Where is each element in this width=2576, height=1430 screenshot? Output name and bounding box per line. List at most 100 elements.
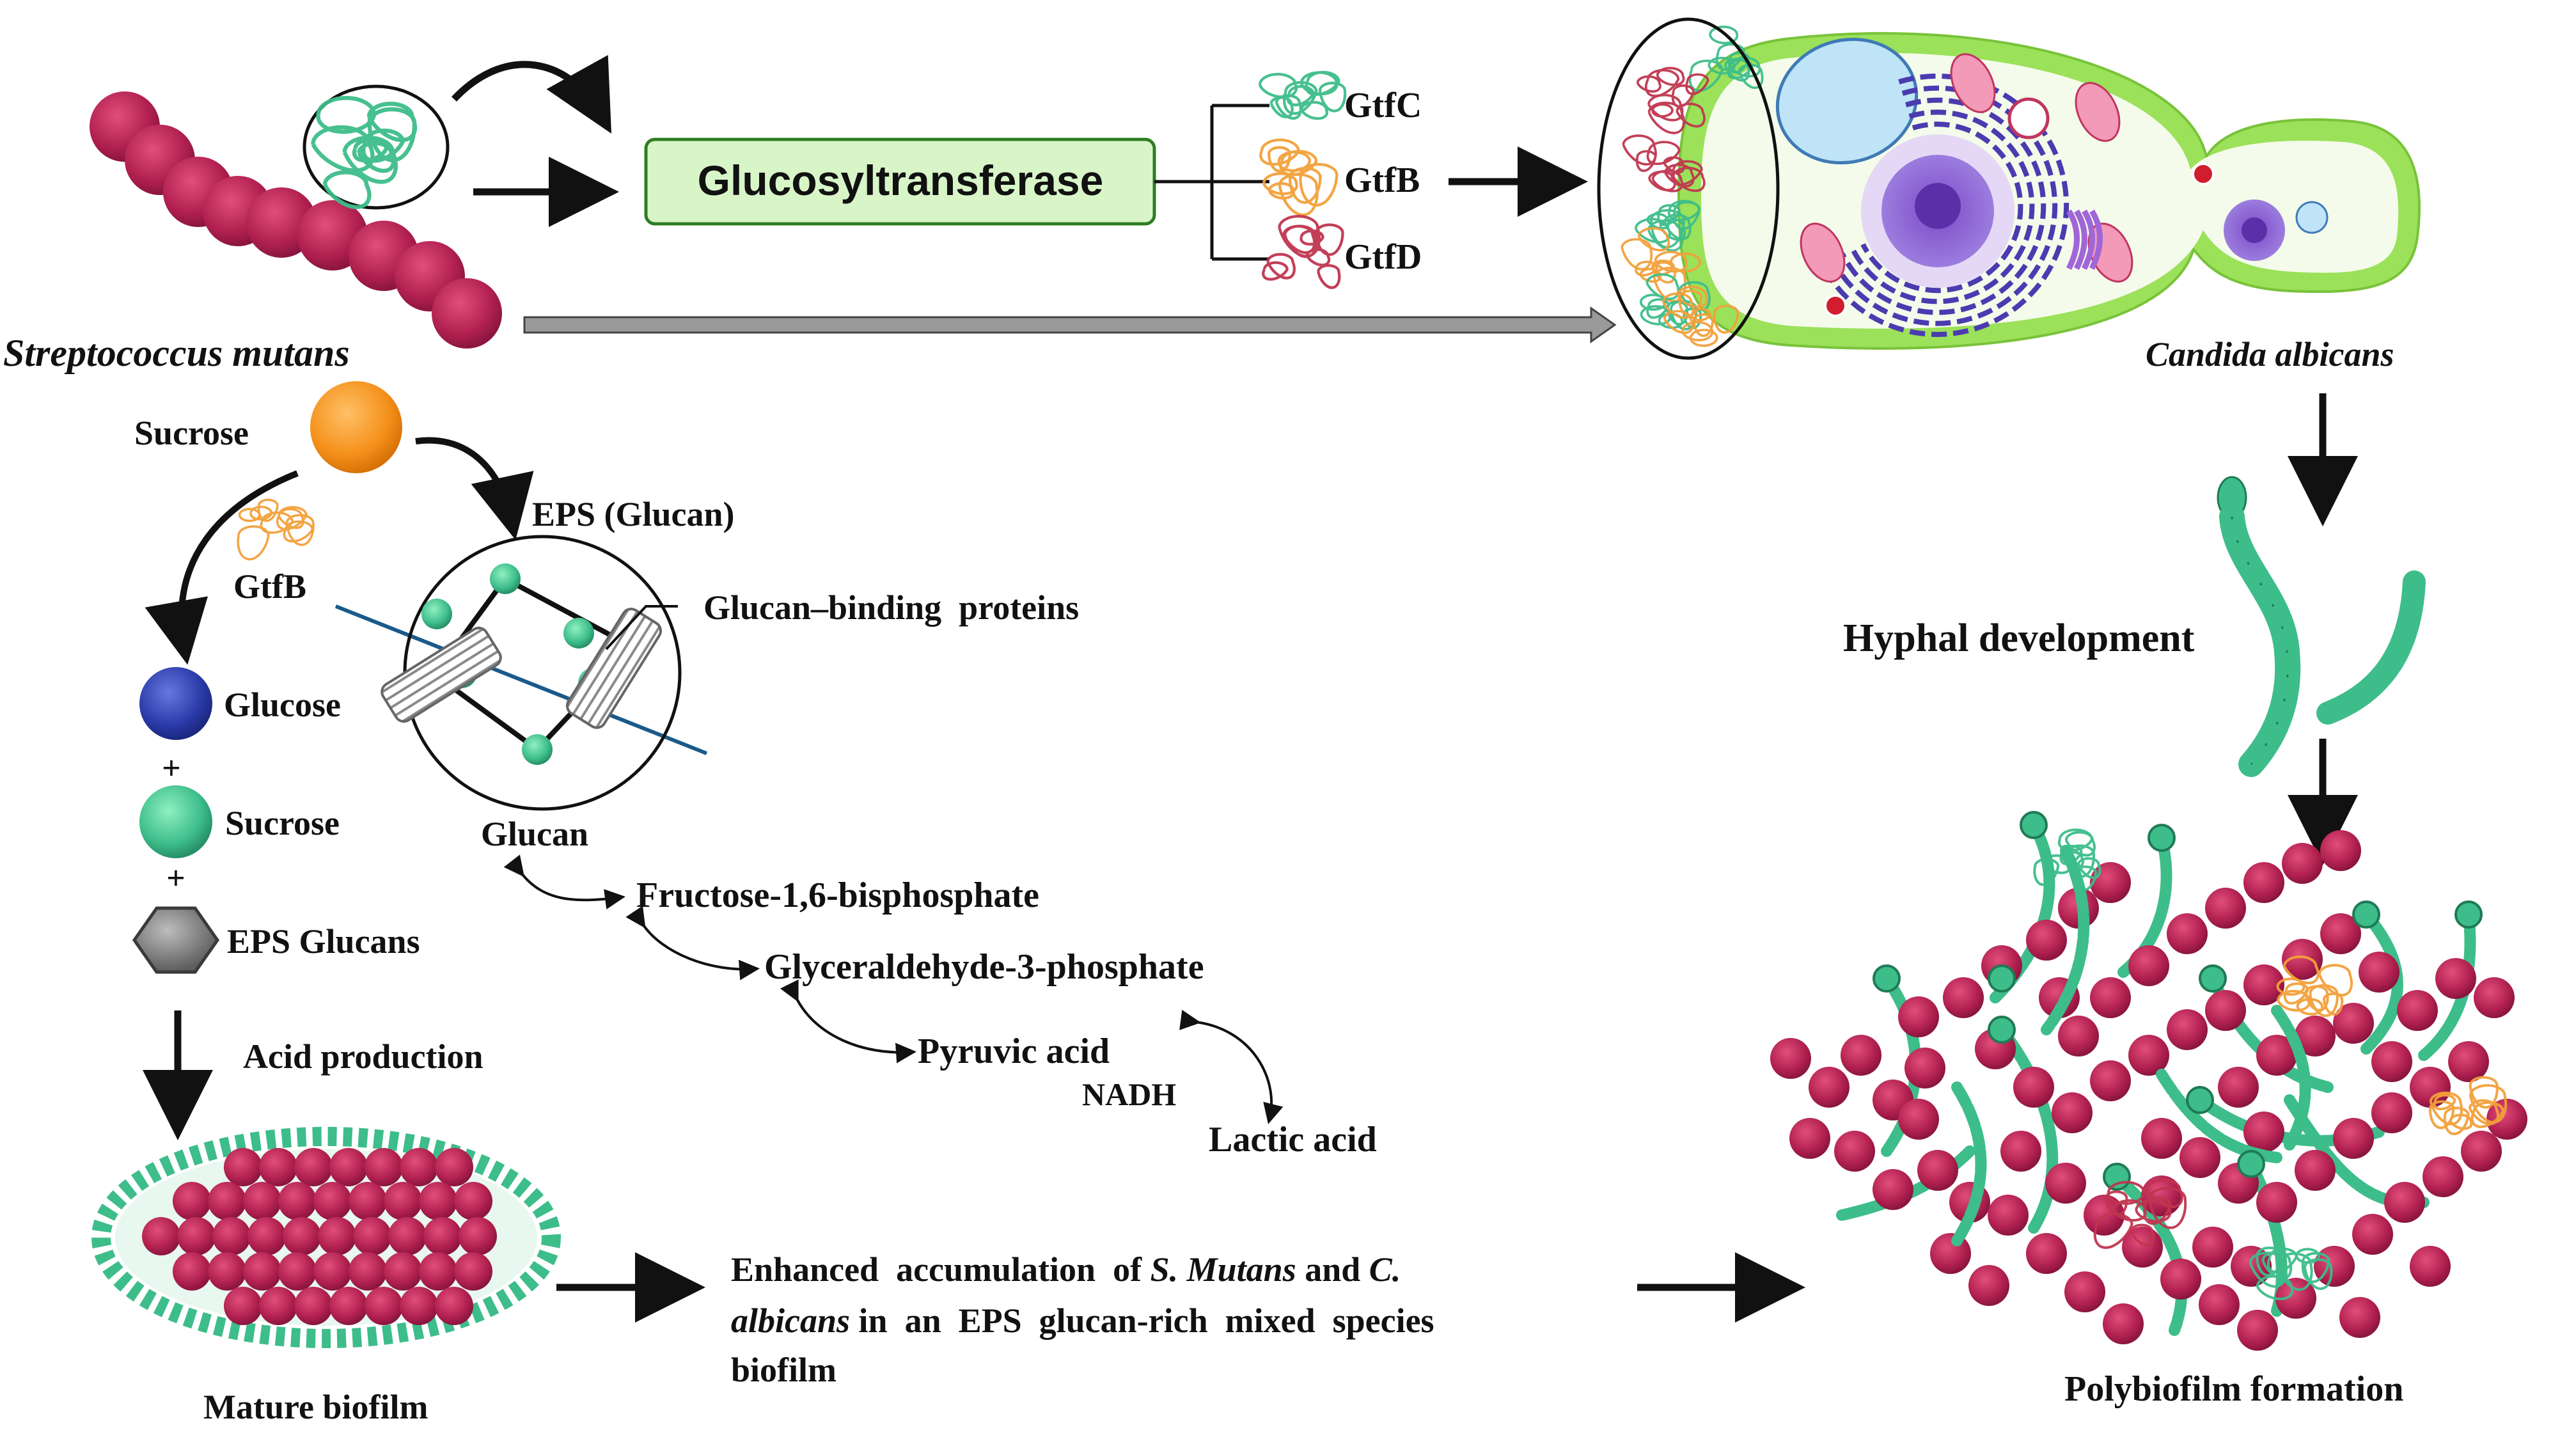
sucrose-label: Sucrose (134, 414, 249, 452)
bacterium-cell (247, 1217, 286, 1255)
glucose-label: Glucose (224, 686, 341, 724)
binding-protein-leader (605, 605, 678, 650)
bacterium-cell (329, 1287, 368, 1325)
hypha-filament (1836, 1145, 1975, 1221)
f16bp-label: Fructose-1,6-bisphosphate (636, 876, 1039, 915)
eps-glucan-hexagon (132, 906, 220, 974)
bacterium-cell (2397, 990, 2438, 1031)
hypha-icon (2217, 476, 2426, 777)
bacterium-cell (212, 1217, 251, 1255)
hyphal-development-label: Hyphal development (1843, 617, 2195, 660)
gtfc-label: GtfC (1344, 86, 1422, 125)
plus-2: + (166, 860, 185, 897)
bacterium-cell (243, 1252, 281, 1291)
enhanced-line-1: Enhanced accumulation of S. Mutans and C… (731, 1250, 1401, 1289)
bacterium-cell (278, 1182, 317, 1220)
bacterium-cell (400, 1148, 438, 1186)
glucan-bead (563, 618, 594, 648)
bacterium-cell (2410, 1067, 2451, 1108)
bacterium-cell (353, 1217, 391, 1255)
bacterium-cell (2103, 1303, 2144, 1344)
hypha-tip (2352, 900, 2380, 929)
polybiofilm-hyphae-over (1873, 811, 2483, 1246)
hypha-tip (2020, 811, 2048, 839)
bacterium-cell (173, 1252, 211, 1291)
bacterium-cell (2052, 1092, 2093, 1133)
bacterium-cell (2128, 945, 2169, 986)
bacterium-cell (2199, 1284, 2240, 1325)
bacterium-cell (2333, 1118, 2374, 1159)
eps-glucans-label: EPS Glucans (227, 922, 420, 961)
gtfc-enzyme-icon (1258, 70, 1347, 120)
lipid-droplet (2192, 162, 2215, 185)
bacterium-cell (2371, 1041, 2412, 1082)
bacterium-cell (365, 1287, 403, 1325)
bacterium-cell (243, 1182, 281, 1220)
hypha-tip (2186, 1086, 2214, 1114)
bacterium-cell (432, 278, 502, 349)
binding-protein-left (381, 626, 502, 723)
polybiofilm-label: Polybiofilm formation (2064, 1369, 2403, 1409)
gtfb-small-label: GtfB (233, 567, 306, 606)
bacterium-cell (1968, 1265, 2009, 1306)
bacterium-cell (173, 1182, 211, 1220)
streptococcus-label: Streptococcus mutans (3, 332, 350, 374)
bacterium-cell (1930, 1233, 1971, 1274)
bacterium-cell (313, 1252, 352, 1291)
glucan-bead (421, 599, 452, 629)
gtfb-enzyme-icon (1259, 138, 1339, 217)
gtfd-label: GtfD (1344, 237, 1422, 277)
streptococcus-chain (90, 91, 502, 349)
bacterium-cell (2339, 1297, 2380, 1338)
bacterium-cell (259, 1148, 297, 1186)
bacterium-cell (384, 1182, 422, 1220)
enhanced-text-2: S. Mutans (1151, 1250, 1296, 1289)
bacterium-cell (2160, 1259, 2201, 1300)
hypha-tip (2454, 900, 2483, 929)
bacterium-cell (2256, 1182, 2297, 1223)
bacterium-cell (1898, 996, 1939, 1037)
bacterium-cell (2218, 1067, 2259, 1108)
enzyme-ribbon (311, 95, 418, 209)
nadh-label: NADH (1082, 1076, 1176, 1112)
bacterium-cell (435, 1148, 473, 1186)
bacterium-cell (423, 1217, 462, 1255)
bacterium-cell (283, 1217, 321, 1255)
bacterium-cell (2128, 1035, 2169, 1076)
bacterium-cell (2205, 888, 2246, 929)
enzyme-ribbon (2249, 1246, 2333, 1300)
bacterium-cell (2282, 939, 2323, 980)
bacterium-cell (2141, 1175, 2182, 1216)
enhanced-text-4: C. (1369, 1250, 1401, 1289)
enzyme-ribbon (2033, 828, 2101, 892)
bacterium-cell (2013, 1067, 2054, 1108)
bacterium-cell (2167, 913, 2208, 954)
hypha-filament (1996, 1024, 2059, 1234)
cell-surface-zoom (1597, 17, 1780, 360)
hypha-tip (2148, 824, 2176, 852)
polybiofilm-cells (1770, 830, 2527, 1351)
bacterium-cell (454, 1252, 492, 1291)
bacterium-cell (2167, 1009, 2208, 1050)
bacterium-cell (2384, 1182, 2425, 1223)
gtfb-label: GtfB (1344, 161, 1420, 200)
bacterium-cell (1917, 1150, 1958, 1191)
bacterium-cell (2282, 843, 2323, 884)
enzyme-ribbon (1622, 134, 1706, 192)
bacterium-cell (365, 1148, 403, 1186)
bacterium-cell (2295, 1150, 2336, 1191)
bacterium-cell (459, 1217, 497, 1255)
mature-biofilm-shell (91, 1127, 561, 1348)
golgi (2066, 209, 2080, 271)
bacterium-cell (2045, 1163, 2086, 1204)
glucan-bead (522, 734, 553, 765)
er-membrane (1860, 122, 2023, 294)
bacterium-cell (2461, 1131, 2502, 1172)
bacterium-cell (2243, 964, 2284, 1005)
sucrose-green-label: Sucrose (225, 804, 340, 842)
enhanced-text-6: in an EPS glucan-rich mixed species (859, 1301, 1434, 1340)
bacterium-cell (2243, 1112, 2284, 1152)
bacterium-cell (2320, 913, 2361, 954)
candida-cell (1677, 32, 2421, 350)
bacterium-cell (2026, 920, 2067, 961)
